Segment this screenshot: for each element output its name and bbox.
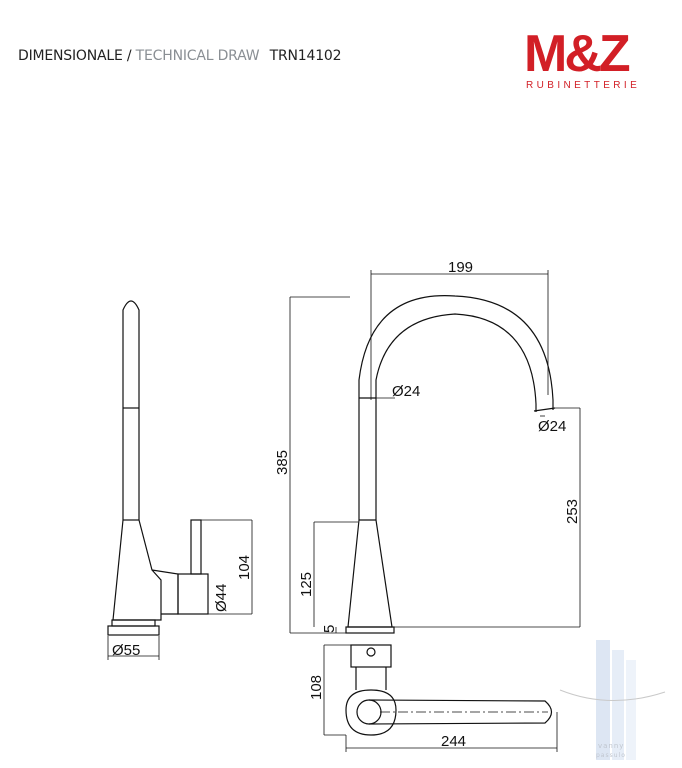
top-hub (345, 689, 397, 736)
dim-base-diameter: Ø55 (112, 642, 140, 659)
dim-lever-height: 104 (236, 555, 253, 580)
dim-handle-height: 108 (308, 675, 325, 700)
watermark-text-1: vanny (598, 742, 624, 750)
front-spout-inner (375, 313, 537, 520)
top-neck (355, 667, 387, 690)
top-hub-inner (356, 699, 382, 725)
side-base-ring (107, 625, 160, 636)
top-mount-hole (366, 647, 376, 657)
page-title: DIMENSIONALE / TECHNICAL DRAW TRN14102 (18, 48, 342, 64)
dim-outlet-diameter: Ø24 (538, 418, 566, 435)
watermark-bar-mid (612, 650, 624, 760)
watermark: vanny passulo (559, 640, 666, 760)
dim-handle-length: 244 (441, 733, 466, 750)
side-spout-tube (122, 300, 140, 520)
side-body (112, 519, 162, 621)
dim-spout-diameter: Ø24 (392, 383, 420, 400)
front-base (345, 626, 395, 634)
dim-body-height: 125 (298, 572, 315, 597)
dim-reach: 199 (448, 259, 473, 276)
front-spout-outer (358, 295, 554, 520)
top-mount (350, 644, 392, 668)
dimension-labels: 199 Ø24 Ø24 385 253 125 5 104 Ø44 Ø55 10… (112, 259, 581, 750)
title-secondary: TECHNICAL DRAW (135, 48, 260, 64)
front-view (345, 295, 556, 634)
logo-tagline: RUBINETTERIE (526, 80, 641, 91)
side-lever-hub (151, 569, 179, 615)
product-code: TRN14102 (269, 48, 342, 64)
top-view (345, 644, 553, 736)
side-view (107, 300, 209, 636)
brand-logo: M&Z RUBINETTERIE (524, 28, 664, 98)
watermark-text-2: passulo (596, 752, 626, 759)
side-base-flange (111, 619, 156, 627)
side-lever-handle (190, 519, 202, 575)
dim-base-thickness: 5 (321, 625, 338, 633)
front-spout-outlet (533, 407, 556, 412)
watermark-bar-right (626, 660, 636, 760)
dim-outlet-height: 253 (564, 499, 581, 524)
front-body (347, 519, 393, 628)
dim-lever-diameter: Ø44 (213, 584, 230, 612)
title-primary: DIMENSIONALE / (18, 48, 132, 64)
watermark-swoosh (559, 689, 666, 702)
dimension-lines (107, 270, 581, 752)
top-handle-lever (368, 699, 553, 725)
side-lever-cap (177, 573, 209, 615)
logo-mark: M&Z (524, 25, 631, 83)
dim-total-height: 385 (274, 450, 291, 475)
